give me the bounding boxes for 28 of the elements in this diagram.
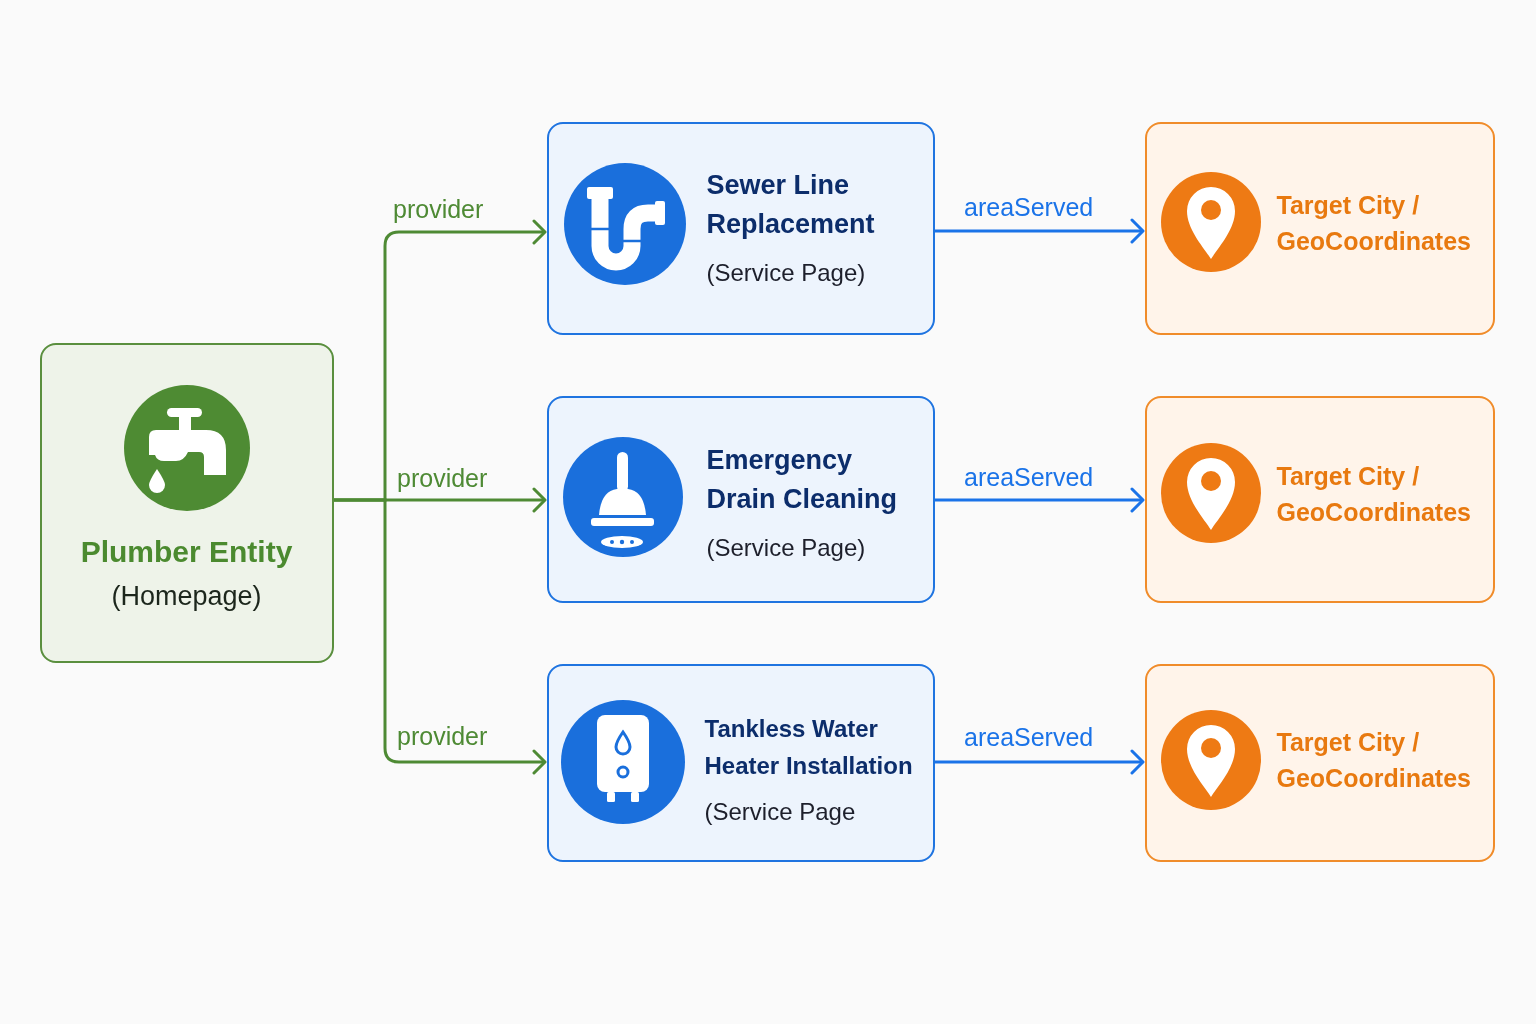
card-subtitle: (Service Page) [706, 257, 867, 288]
service-card [547, 122, 935, 335]
edge-label: areaServed [964, 723, 1094, 751]
arrow [935, 218, 1145, 244]
card-subtitle: (Service Page) [706, 532, 867, 563]
card-title: Emergency Drain Cleaning [706, 443, 899, 516]
card-subtitle: (Homepage) [110, 579, 263, 613]
location-card [1145, 396, 1495, 603]
arrow [935, 487, 1145, 513]
card-title: Target City / GeoCoordinates [1276, 460, 1472, 528]
edge-label: provider [397, 722, 488, 750]
card-title: Tankless Water Heater Installation [704, 713, 914, 781]
entity-card [40, 343, 334, 663]
edge-label: areaServed [964, 193, 1094, 221]
card-title: Target City / GeoCoordinates [1276, 726, 1472, 794]
card-title: Sewer Line Replacement [706, 168, 876, 241]
location-card [1145, 664, 1495, 862]
arrow [334, 498, 547, 775]
edge-label: provider [397, 464, 488, 492]
card-title: Plumber Entity [79, 533, 294, 570]
service-card [547, 396, 935, 603]
arrow [935, 749, 1145, 775]
card-subtitle: (Service Page [704, 796, 857, 827]
card-title: Target City / GeoCoordinates [1276, 189, 1472, 257]
edge-label: provider [393, 195, 484, 223]
service-card [547, 664, 935, 862]
edge-label: areaServed [964, 463, 1094, 491]
location-card [1145, 122, 1495, 335]
